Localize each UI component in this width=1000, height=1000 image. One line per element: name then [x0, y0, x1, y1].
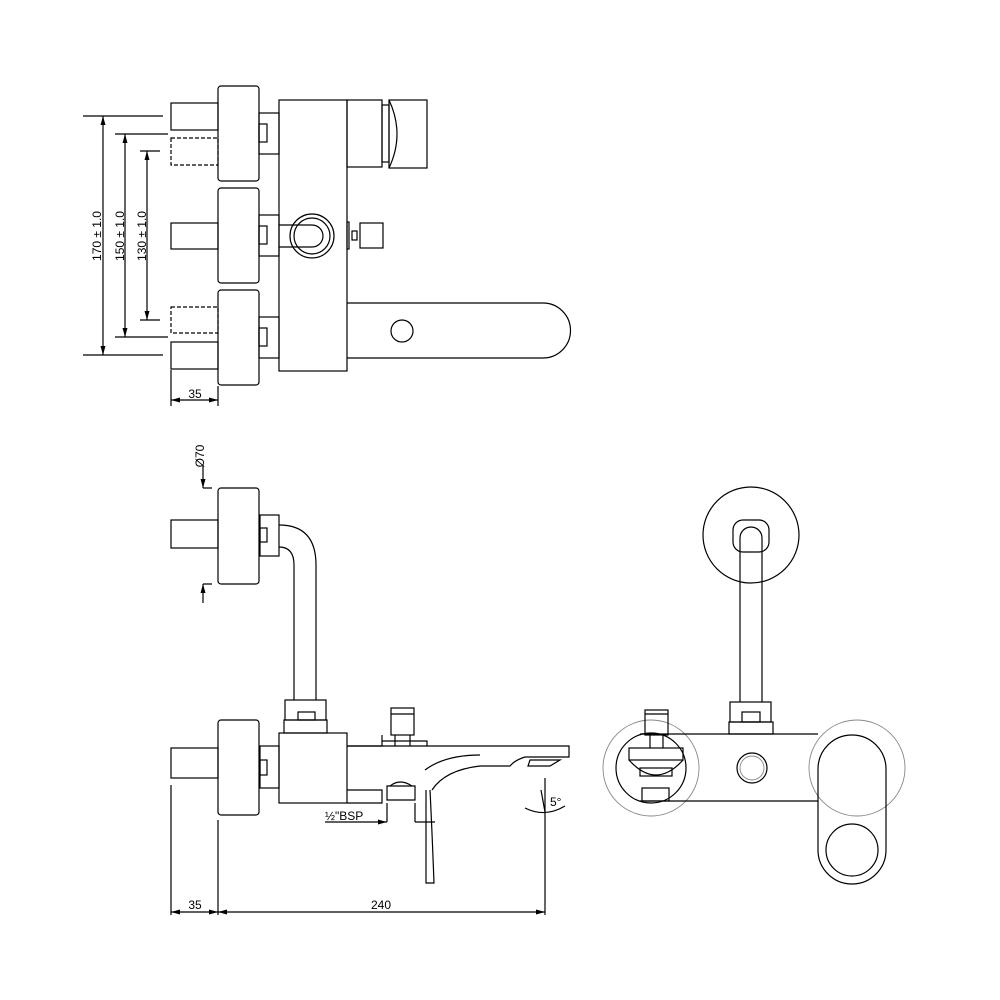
lever-side [425, 789, 435, 884]
escutcheon-lower [217, 719, 260, 816]
upper-escutcheon-circle [702, 486, 800, 584]
spout [347, 745, 570, 791]
front-diverter [644, 709, 669, 736]
escutcheon-bottom [217, 289, 260, 386]
bent-pipe [278, 524, 317, 700]
dimension-35-top: 35 [188, 387, 202, 401]
pipe-connection [279, 224, 324, 248]
top-view: 170 ± 1.0 150 ± 1.0 130 ± 1.0 35 [83, 85, 572, 406]
stub-bottom [170, 341, 219, 370]
stub-top [170, 102, 219, 131]
dimension-130: 130 ± 1.0 [135, 211, 149, 261]
dimension-35-side: 35 [188, 898, 202, 912]
lever-handle [347, 302, 572, 359]
dimension-170: 170 ± 1.0 [90, 211, 104, 261]
spout-cap [388, 99, 428, 169]
vertical-pipe [739, 526, 763, 702]
diverter [390, 707, 415, 736]
mixer-body-side [278, 732, 348, 804]
front-view [602, 486, 906, 885]
escutcheon-top [217, 85, 260, 182]
stub-hidden-top [170, 137, 219, 166]
escutcheon-upper [217, 487, 260, 585]
front-body [640, 733, 818, 802]
mixer-body [278, 99, 348, 372]
front-lever [817, 734, 887, 885]
stub-hidden-bottom [170, 306, 219, 334]
dimension-angle: 5° [550, 795, 562, 809]
escutcheon-middle [217, 187, 260, 284]
dimension-bsp: ½"BSP [325, 809, 363, 823]
dimension-240: 240 [371, 898, 391, 912]
stub-middle [170, 222, 219, 250]
dimension-diameter: Ø70 [193, 444, 207, 467]
dimension-150: 150 ± 1.0 [113, 211, 127, 261]
diverter-knob [359, 222, 384, 249]
side-view: Ø70 ½"BSP 5° 35 240 [170, 444, 570, 915]
